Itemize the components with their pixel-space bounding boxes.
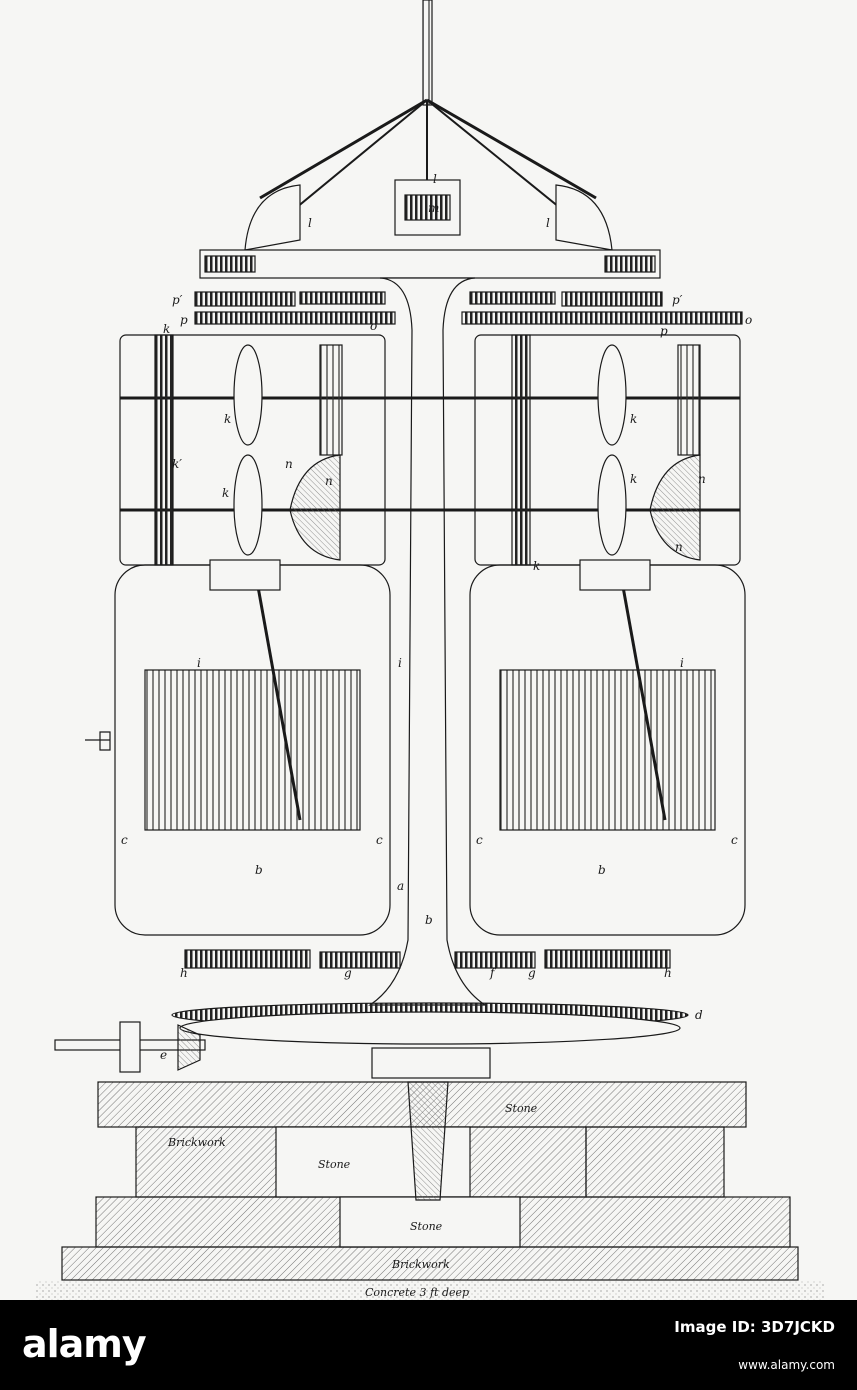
svg-text:p′: p′ bbox=[172, 293, 183, 307]
svg-text:o: o bbox=[370, 319, 377, 333]
lower-gears bbox=[184, 949, 671, 969]
svg-text:l: l bbox=[308, 216, 312, 230]
svg-text:b: b bbox=[598, 863, 606, 877]
svg-text:k: k bbox=[224, 412, 231, 426]
foundation bbox=[35, 1081, 825, 1300]
part-labels: l l l m p′ p′ p p o o k k k k′ k k k n n… bbox=[121, 172, 752, 1062]
svg-text:i: i bbox=[398, 656, 402, 670]
svg-text:Stone: Stone bbox=[318, 1158, 351, 1171]
svg-text:Stone: Stone bbox=[505, 1102, 538, 1115]
svg-text:n: n bbox=[698, 472, 706, 486]
svg-text:a: a bbox=[397, 879, 404, 893]
svg-text:g: g bbox=[528, 966, 536, 980]
svg-text:i: i bbox=[680, 656, 684, 670]
watermark-url: www.alamy.com bbox=[738, 1358, 835, 1372]
svg-text:n: n bbox=[325, 474, 333, 488]
drum-frames bbox=[85, 559, 746, 936]
image-id: Image ID: 3D7JCKD bbox=[674, 1318, 835, 1336]
material-labels: Stone Stone Stone Brickwork Brickwork Co… bbox=[167, 1102, 538, 1299]
svg-text:Brickwork: Brickwork bbox=[167, 1136, 226, 1149]
drive-shaft bbox=[54, 1021, 206, 1073]
svg-text:p′: p′ bbox=[672, 293, 683, 307]
base-bevel-wheel bbox=[171, 1002, 689, 1079]
svg-text:k: k bbox=[533, 559, 540, 573]
engraving-plate: l l l m p′ p′ p p o o k k k k′ k k k n n… bbox=[0, 0, 857, 1300]
svg-text:k: k bbox=[630, 472, 637, 486]
svg-text:e: e bbox=[160, 1048, 167, 1062]
svg-text:m: m bbox=[428, 201, 439, 215]
svg-text:p: p bbox=[180, 313, 188, 327]
svg-text:d: d bbox=[695, 1008, 703, 1022]
svg-text:Stone: Stone bbox=[410, 1220, 443, 1233]
alamy-logo: alamy bbox=[22, 1322, 147, 1366]
svg-text:o: o bbox=[745, 313, 752, 327]
upper-frames bbox=[119, 334, 741, 566]
svg-text:i: i bbox=[197, 656, 201, 670]
svg-text:k: k bbox=[163, 322, 170, 336]
svg-text:l: l bbox=[433, 172, 437, 186]
svg-text:p: p bbox=[660, 324, 668, 338]
svg-text:c: c bbox=[376, 833, 383, 847]
svg-text:c: c bbox=[476, 833, 483, 847]
svg-text:h: h bbox=[664, 966, 672, 980]
gear-row-upper bbox=[194, 291, 743, 325]
top-sheave-assembly bbox=[199, 179, 661, 279]
svg-text:c: c bbox=[731, 833, 738, 847]
svg-text:k: k bbox=[222, 486, 229, 500]
svg-text:f: f bbox=[489, 966, 497, 980]
svg-text:n: n bbox=[675, 540, 683, 554]
svg-text:b: b bbox=[255, 863, 263, 877]
svg-text:k: k bbox=[630, 412, 637, 426]
central-column bbox=[368, 277, 487, 1006]
svg-text:k′: k′ bbox=[172, 457, 182, 471]
svg-text:b: b bbox=[425, 913, 433, 927]
svg-text:n: n bbox=[285, 457, 293, 471]
svg-text:c: c bbox=[121, 833, 128, 847]
svg-text:h: h bbox=[180, 966, 188, 980]
svg-text:g: g bbox=[344, 966, 352, 980]
watermark-bar: alamy Image ID: 3D7JCKD www.alamy.com bbox=[0, 1300, 857, 1390]
svg-text:Brickwork: Brickwork bbox=[391, 1258, 450, 1271]
svg-text:l: l bbox=[546, 216, 550, 230]
winding-machine-diagram: l l l m p′ p′ p p o o k k k k′ k k k n n… bbox=[35, 0, 825, 1300]
svg-text:Concrete 3 ft deep: Concrete 3 ft deep bbox=[365, 1286, 469, 1299]
